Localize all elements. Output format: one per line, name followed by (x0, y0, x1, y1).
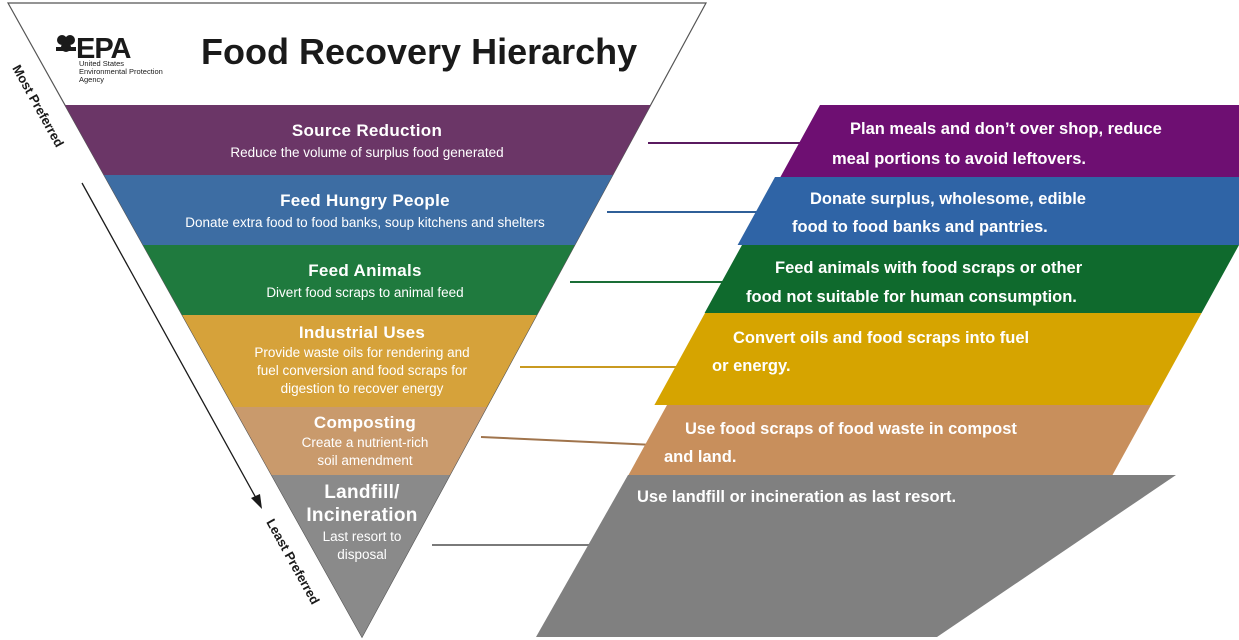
level-title-4: Industrial Uses (299, 323, 425, 342)
level-description-5-line-1: Create a nutrient-rich (302, 435, 429, 450)
level-description-4-line-1: Provide waste oils for rendering and (254, 345, 469, 360)
action-text-5-line-1: Use food scraps of food waste in compost (685, 420, 1017, 438)
level-band-2 (104, 175, 613, 245)
action-text-2-line-1: Donate surplus, wholesome, edible (810, 190, 1086, 208)
diagram-title: Food Recovery Hierarchy (201, 31, 637, 72)
epa-flower-icon (56, 35, 76, 52)
epa-logo-subtitle-2: Environmental Protection (79, 67, 163, 76)
preference-arrow-line (81, 182, 257, 499)
action-text-3-line-2: food not suitable for human consumption. (746, 288, 1077, 306)
action-text-3-line-1: Feed animals with food scraps or other (775, 259, 1083, 277)
epa-logo: EPA United States Environmental Protecti… (56, 33, 163, 84)
level-description-6-line-2: disposal (337, 547, 387, 562)
action-text-2-line-2: food to food banks and pantries. (792, 218, 1048, 236)
action-text-1-line-1: Plan meals and don’t over shop, reduce (850, 120, 1162, 138)
action-text-4-line-1: Convert oils and food scraps into fuel (733, 329, 1029, 347)
epa-logo-word: EPA (76, 33, 132, 65)
level-title-6-line-1: Landfill/ (324, 482, 400, 503)
preference-arrow-head (251, 494, 262, 509)
level-description-5-line-2: soil amendment (317, 453, 413, 468)
action-text-1-line-2: meal portions to avoid leftovers. (832, 150, 1086, 168)
level-description-4-line-2: fuel conversion and food scraps for (257, 363, 468, 378)
action-text-5-line-2: and land. (664, 448, 736, 466)
epa-logo-subtitle-3: Agency (79, 75, 104, 84)
level-title-1: Source Reduction (292, 121, 442, 140)
action-band-6 (536, 475, 1176, 637)
action-bands (536, 105, 1239, 637)
level-band-3 (143, 245, 575, 315)
level-band-1 (64, 105, 651, 175)
level-title-6-line-2: Incineration (306, 505, 417, 526)
action-labels: Plan meals and don’t over shop, reduce me… (637, 120, 1162, 506)
action-text-4-line-2: or energy. (712, 357, 791, 375)
level-description-3-line-1: Divert food scraps to animal feed (266, 285, 463, 300)
level-title-2: Feed Hungry People (280, 191, 450, 210)
level-description-6-line-1: Last resort to (323, 529, 402, 544)
level-description-1-line-1: Reduce the volume of surplus food genera… (230, 145, 503, 160)
action-band-2 (737, 177, 1239, 245)
action-band-5 (628, 405, 1151, 475)
action-text-6-line-1: Use landfill or incineration as last res… (637, 488, 956, 506)
level-band-4 (182, 315, 537, 407)
hierarchy-levels (64, 105, 651, 637)
level-description-2-line-1: Donate extra food to food banks, soup ki… (185, 215, 545, 230)
level-description-4-line-3: digestion to recover energy (281, 381, 444, 396)
level-band-5 (233, 407, 487, 475)
level-title-5: Composting (314, 413, 416, 432)
level-title-3: Feed Animals (308, 261, 422, 280)
action-band-3 (704, 245, 1239, 313)
level-band-6 (271, 475, 450, 637)
connector-line-5 (480, 436, 656, 446)
action-band-4 (654, 313, 1202, 405)
action-band-1 (780, 105, 1239, 177)
epa-logo-subtitle-1: United States (79, 59, 124, 68)
